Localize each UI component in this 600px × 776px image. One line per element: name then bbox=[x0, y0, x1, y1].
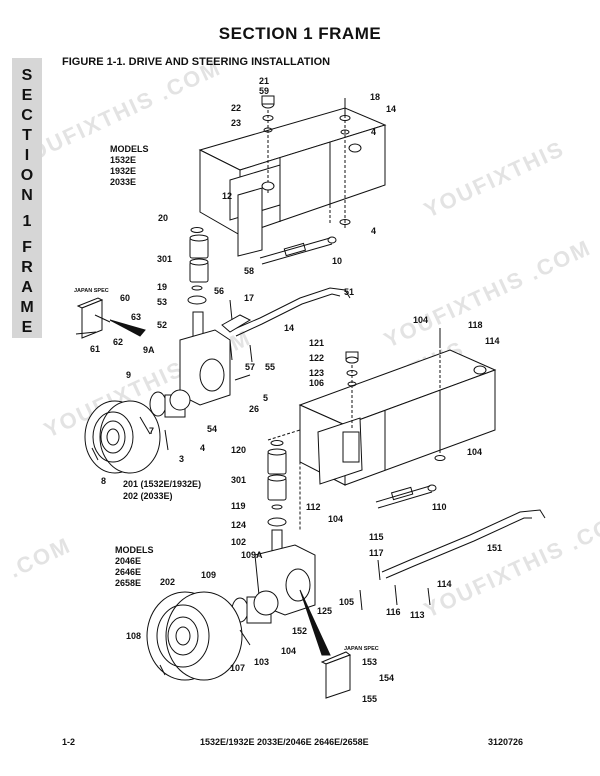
callout: 12 bbox=[222, 191, 233, 201]
callout: 109A bbox=[241, 550, 263, 560]
callout: 201 (1532E/1932E) bbox=[123, 479, 202, 489]
callout: 14 bbox=[284, 323, 295, 333]
callout: 26 bbox=[249, 404, 260, 414]
callout: 123 bbox=[309, 368, 325, 378]
callout: 105 bbox=[339, 597, 355, 607]
callout: 121 bbox=[309, 338, 325, 348]
callout: 57 bbox=[245, 362, 256, 372]
callout: 151 bbox=[487, 543, 503, 553]
callout: 104 bbox=[467, 447, 483, 457]
callout: 9 bbox=[126, 370, 132, 380]
callout: 115 bbox=[369, 532, 384, 542]
callout: 20 bbox=[158, 213, 169, 223]
wheel-lower bbox=[146, 591, 243, 681]
lower-frame bbox=[298, 330, 497, 486]
callout: 202 (2033E) bbox=[123, 491, 173, 501]
callout: 63 bbox=[131, 312, 142, 322]
callout: 4 bbox=[371, 226, 377, 236]
callout: 51 bbox=[344, 287, 355, 297]
callout: 54 bbox=[207, 424, 218, 434]
callout: 106 bbox=[309, 378, 325, 388]
callout: 21 bbox=[259, 76, 270, 86]
callout: 114 bbox=[485, 336, 500, 346]
callout: 124 bbox=[231, 520, 247, 530]
callout: 18 bbox=[370, 92, 381, 102]
callout: 53 bbox=[157, 297, 168, 307]
footer-models: 1532E/1932E 2033E/2046E 2646E/2658E bbox=[200, 737, 369, 747]
callout: 59 bbox=[259, 86, 270, 96]
japan-spec-bracket-top bbox=[76, 297, 111, 339]
callout: 7 bbox=[149, 426, 155, 436]
steering-knuckle-upper bbox=[179, 314, 252, 406]
callout: 114 bbox=[437, 579, 452, 589]
callout: 55 bbox=[265, 362, 276, 372]
callout: 22 bbox=[231, 103, 242, 113]
callout: 19 bbox=[157, 282, 168, 292]
callout: 110 bbox=[432, 502, 447, 512]
callout: 154 bbox=[379, 673, 395, 683]
tie-rod-upper bbox=[259, 236, 337, 265]
callout: 58 bbox=[244, 266, 255, 276]
callout: 5 bbox=[263, 393, 269, 403]
callout: 116 bbox=[386, 607, 401, 617]
figure-caption: FIGURE 1-1. DRIVE AND STEERING INSTALLAT… bbox=[62, 56, 331, 68]
callout: 103 bbox=[254, 657, 270, 667]
callout: 60 bbox=[120, 293, 131, 303]
japan-spec-label: JAPAN SPEC bbox=[344, 646, 379, 652]
japan-spec-label: JAPAN SPEC bbox=[74, 288, 109, 294]
callout: 56 bbox=[214, 286, 225, 296]
callout: 119 bbox=[231, 501, 246, 511]
callout: 3 bbox=[179, 454, 185, 464]
callout: 118 bbox=[468, 320, 483, 330]
callout: 107 bbox=[230, 663, 246, 673]
callout: 4 bbox=[371, 127, 377, 137]
callout: 23 bbox=[231, 118, 242, 128]
callout: 17 bbox=[244, 293, 255, 303]
footer-doc-number: 3120726 bbox=[488, 737, 524, 747]
callout: 109 bbox=[201, 570, 217, 580]
callout: 9A bbox=[143, 345, 155, 355]
callout: 125 bbox=[317, 606, 333, 616]
callout: 153 bbox=[362, 657, 378, 667]
callout: 62 bbox=[113, 337, 124, 347]
callout: 117 bbox=[369, 548, 384, 558]
callout: 52 bbox=[157, 320, 168, 330]
callout: 122 bbox=[309, 353, 325, 363]
callout: 61 bbox=[90, 344, 101, 354]
callout: 301 bbox=[231, 475, 247, 485]
callout: 104 bbox=[413, 315, 429, 325]
callout: 10 bbox=[332, 256, 343, 266]
callout: 108 bbox=[126, 631, 142, 641]
callout: 4 bbox=[200, 443, 206, 453]
callout: 8 bbox=[101, 476, 107, 486]
callout: 120 bbox=[231, 445, 247, 455]
wheel-upper bbox=[84, 400, 161, 474]
callout: 14 bbox=[386, 104, 397, 114]
page-title: SECTION 1 FRAME bbox=[218, 24, 382, 43]
upper-frame bbox=[198, 105, 387, 257]
callout: 113 bbox=[410, 610, 425, 620]
callout: 155 bbox=[362, 694, 378, 704]
callout: 152 bbox=[292, 626, 308, 636]
callout: 102 bbox=[231, 537, 247, 547]
callout: 104 bbox=[328, 514, 344, 524]
callout: 104 bbox=[281, 646, 297, 656]
callout: 301 bbox=[157, 254, 173, 264]
footer-page-number: 1-2 bbox=[62, 737, 76, 747]
callout: 112 bbox=[306, 502, 321, 512]
callout: 202 bbox=[160, 577, 176, 587]
